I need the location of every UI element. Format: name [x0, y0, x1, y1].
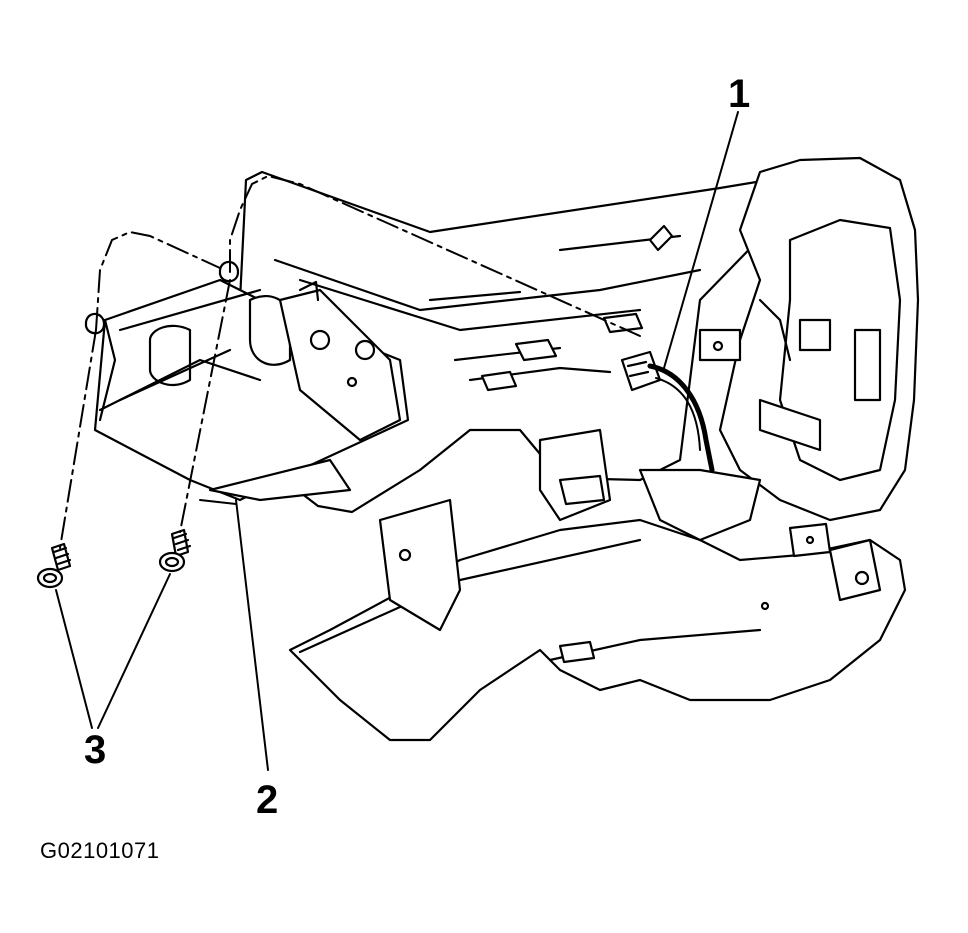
side-bracket	[698, 156, 920, 522]
screw-left	[36, 542, 72, 589]
figure-id: G02101071	[40, 838, 160, 863]
callout-2: 2	[256, 778, 279, 822]
alignment-line-left-screw	[95, 230, 221, 331]
support-bracket	[378, 428, 882, 632]
leader-line-1	[663, 111, 739, 369]
leader-line-2	[235, 499, 269, 771]
module-clip-left	[84, 312, 106, 335]
alignment-line-screw-3b	[179, 279, 231, 533]
callout-1: 1	[728, 72, 751, 116]
screw-right	[158, 528, 192, 573]
electrical-connector	[620, 350, 715, 473]
component-module	[93, 278, 410, 502]
module-tail-line	[199, 499, 237, 505]
leader-line-3b	[97, 573, 171, 729]
callout-3: 3	[84, 728, 107, 772]
leader-line-3a	[55, 589, 93, 729]
alignment-line-screw-3a	[59, 329, 97, 549]
alignment-line-right-screw	[229, 174, 641, 337]
